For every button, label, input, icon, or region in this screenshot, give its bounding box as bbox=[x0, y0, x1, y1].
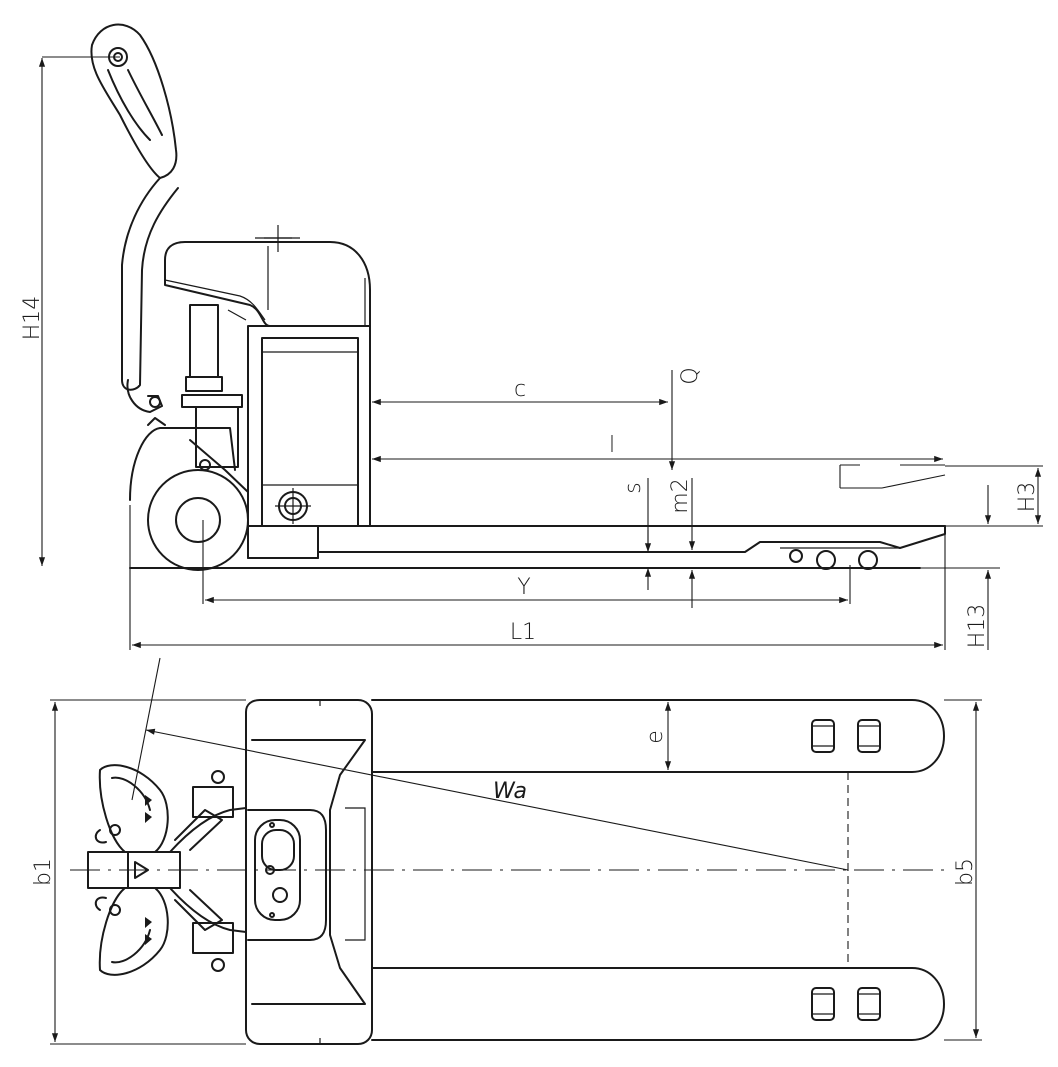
label-H3: H3 bbox=[1015, 482, 1040, 513]
label-s: s bbox=[621, 482, 646, 493]
label-c: c bbox=[514, 377, 526, 402]
dim-l: l bbox=[371, 433, 943, 463]
label-H13: H13 bbox=[965, 604, 990, 649]
label-H14: H14 bbox=[20, 296, 45, 341]
label-L1: L1 bbox=[510, 620, 536, 645]
dim-L1: L1 bbox=[129, 505, 946, 650]
label-Q: Q bbox=[678, 367, 703, 384]
label-b5: b5 bbox=[953, 858, 978, 886]
label-Wa: Wa bbox=[493, 779, 527, 804]
fork-tip-detail bbox=[839, 464, 946, 489]
dim-H13: H13 bbox=[920, 485, 1000, 650]
dim-b1: b1 bbox=[31, 699, 246, 1045]
label-Y: Y bbox=[517, 575, 530, 600]
label-l: l bbox=[609, 433, 615, 458]
dim-m2: m2 bbox=[668, 478, 696, 608]
dim-b5: b5 bbox=[944, 699, 982, 1041]
dim-Wa: Wa bbox=[131, 657, 849, 871]
label-b1: b1 bbox=[31, 858, 56, 886]
drive-wheel bbox=[129, 417, 249, 571]
dim-s: s bbox=[621, 478, 652, 590]
tiller-handle bbox=[90, 23, 179, 413]
mast-body bbox=[247, 325, 371, 527]
fork-upper bbox=[371, 699, 945, 773]
fork-side bbox=[129, 525, 946, 570]
drive-head bbox=[164, 225, 371, 327]
side-view: H14 c Q l s m2 bbox=[20, 23, 1043, 650]
dim-H3: H3 bbox=[945, 465, 1043, 527]
dim-Y: Y bbox=[202, 520, 851, 604]
fork-lower bbox=[371, 967, 945, 1041]
hydraulic-cylinder bbox=[181, 304, 247, 468]
label-m2: m2 bbox=[668, 478, 693, 513]
dim-H14: H14 bbox=[20, 56, 120, 566]
center-plate bbox=[247, 809, 327, 941]
top-view: e Wa b1 b5 bbox=[31, 657, 982, 1045]
dim-e: e bbox=[643, 702, 672, 770]
tiller-arm-top bbox=[169, 770, 247, 972]
dim-c: c bbox=[371, 377, 668, 406]
label-e: e bbox=[643, 730, 668, 744]
chassis-top bbox=[245, 699, 373, 1045]
load-Q: Q bbox=[668, 367, 703, 471]
